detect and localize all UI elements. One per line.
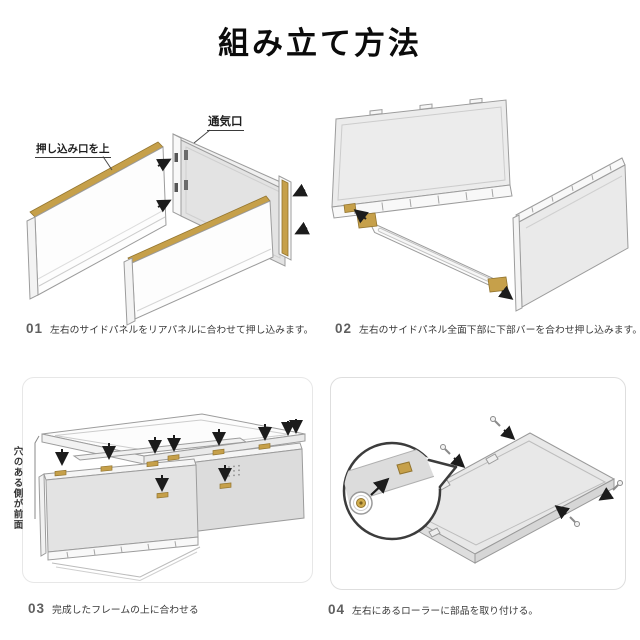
left-side-panel	[26, 141, 167, 300]
step-02-text: 左右のサイドパネル全面下部に下部バーを合わせ押し込みます。	[359, 325, 640, 336]
annotation-hole-side-front: 穴のある側が前面	[11, 446, 23, 530]
step-01-number: 01	[26, 321, 44, 336]
step-03-number: 03	[28, 601, 46, 616]
step-01-illustration	[26, 129, 310, 326]
step-04-number: 04	[328, 602, 346, 617]
attach-arrow-icon	[370, 477, 390, 496]
insert-arrow-icon	[353, 209, 514, 300]
step-04-illustration	[342, 416, 623, 564]
right-side-panel	[123, 195, 274, 326]
step-04-frame-border	[330, 377, 626, 590]
annotation-push-slot-up: 押し込み口を上	[35, 141, 111, 158]
insert-arrow-icon	[155, 158, 310, 235]
step-02-number: 02	[335, 321, 353, 336]
roller-wheel	[349, 491, 373, 515]
leader-lines	[102, 129, 211, 171]
step-01-text: 左右のサイドパネルをリアパネルに合わせて押し込みます。	[50, 325, 314, 336]
step-02-caption: 02 左右のサイドパネル全面下部に下部バーを合わせ押し込みます。	[335, 321, 640, 336]
step-03-caption: 03 完成したフレームの上に合わせる	[28, 601, 199, 616]
step-01-caption: 01 左右のサイドパネルをリアパネルに合わせて押し込みます。	[26, 321, 313, 336]
right-rear-bar	[278, 175, 292, 261]
step-03-frame-border	[22, 377, 313, 583]
magnifier-callout	[342, 441, 458, 541]
step-04-text: 左右にあるローラーに部品を取り付ける。	[352, 606, 539, 617]
annotation-leader-line	[34, 435, 40, 519]
down-arrow-icon	[55, 419, 303, 492]
bottom-bar	[356, 212, 509, 293]
assembled-frame	[38, 437, 305, 582]
left-side-panel	[331, 97, 513, 219]
step-04-caption: 04 左右にあるローラーに部品を取り付ける。	[328, 602, 538, 617]
right-side-panel	[512, 157, 629, 312]
page-title: 組み立て方法	[218, 26, 422, 61]
gold-peg	[396, 461, 413, 475]
annotation-vent-opening: 通気口	[207, 113, 244, 131]
step-03-text: 完成したフレームの上に合わせる	[52, 605, 199, 616]
screw-icon	[440, 416, 623, 527]
step-02-illustration	[331, 97, 629, 312]
step-03-illustration	[34, 413, 306, 582]
